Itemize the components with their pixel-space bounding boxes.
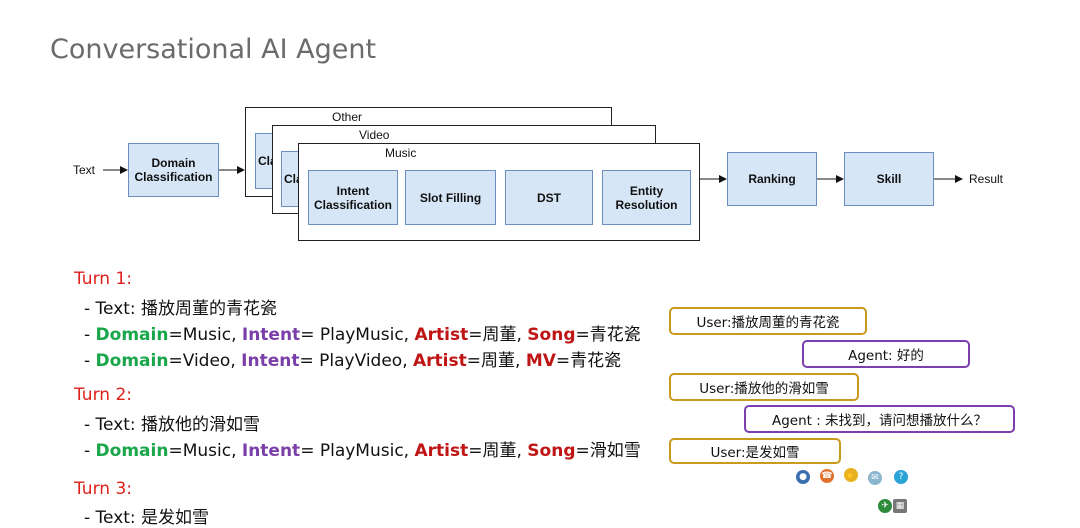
diagram-arrows <box>103 166 963 183</box>
frame-music: Music Intent Classification Slot Filling… <box>298 143 700 241</box>
page-title: Conversational AI Agent <box>50 34 377 65</box>
turn-3-label: Turn 3: <box>74 479 132 499</box>
entity-resolution-box: Entity Resolution <box>602 170 691 225</box>
hand-icon: ✋ <box>844 468 858 482</box>
domain-classification-box: Domain Classification <box>128 143 219 197</box>
turn-1-parse-2: - Domain=Video, Intent= PlayVideo, Artis… <box>84 351 622 371</box>
slot-filling-box: Slot Filling <box>405 170 496 225</box>
lock-icon: ● <box>796 470 810 484</box>
building-icon: ▦ <box>893 499 907 513</box>
turn-1-label: Turn 1: <box>74 269 132 289</box>
phone-icon: ☎ <box>820 469 834 483</box>
dialogue-user-2: User:播放他的滑如雪 <box>669 373 859 401</box>
ranking-box: Ranking <box>727 152 817 206</box>
dialogue-user-1: User:播放周董的青花瓷 <box>669 307 867 335</box>
turn-2-text: - Text: 播放他的滑如雪 <box>84 415 261 435</box>
turn-1-text: - Text: 播放周董的青花瓷 <box>84 299 278 319</box>
frame-other-label: Other <box>332 110 363 124</box>
turn-2-label: Turn 2: <box>74 385 132 405</box>
input-label: Text <box>73 163 96 177</box>
dialogue-agent-1: Agent: 好的 <box>802 340 970 368</box>
turn-1-parse-1: - Domain=Music, Intent= PlayMusic, Artis… <box>84 325 641 345</box>
dialogue-user-3: User:是发如雪 <box>669 438 841 464</box>
intent-classification-box: Intent Classification <box>308 170 398 225</box>
plane-icon: ✈ <box>878 499 892 513</box>
frame-music-label: Music <box>385 146 417 160</box>
skill-box: Skill <box>844 152 934 206</box>
mail-icon: ✉ <box>868 471 882 485</box>
dialogue-agent-2: Agent : 未找到，请问想播放什么？ <box>744 405 1015 433</box>
frame-video-label: Video <box>359 128 390 142</box>
help-icon: ? <box>894 470 908 484</box>
turn-2-parse-1: - Domain=Music, Intent= PlayMusic, Artis… <box>84 441 641 461</box>
output-label: Result <box>969 172 1004 186</box>
dst-box: DST <box>505 170 593 225</box>
